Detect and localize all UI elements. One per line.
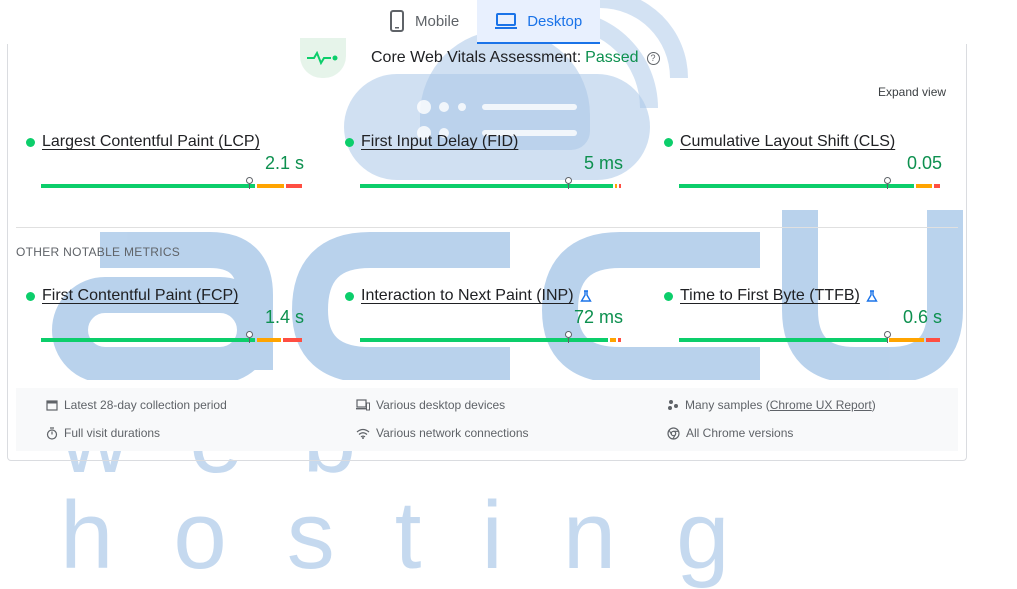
watermark-accu-shapes bbox=[52, 210, 963, 380]
good-dot-icon bbox=[26, 291, 35, 301]
metric-name-link[interactable]: First Contentful Paint (FCP) bbox=[42, 287, 239, 304]
distribution-bar bbox=[360, 338, 623, 342]
tab-mobile[interactable]: Mobile bbox=[371, 0, 477, 42]
chrome-ux-report-link[interactable]: Chrome UX Report bbox=[769, 398, 872, 412]
percentile-marker bbox=[883, 177, 891, 189]
metric-value: 0.05 bbox=[906, 153, 942, 173]
good-dot-icon bbox=[26, 137, 35, 147]
cwv-assessment: Core Web Vitals Assessment: Passed ? bbox=[300, 38, 660, 78]
metric-lcp: Largest Contentful Paint (LCP) 2.1 s bbox=[26, 132, 304, 189]
other-metrics-heading: OTHER NOTABLE METRICS bbox=[16, 245, 181, 259]
good-segment bbox=[41, 338, 255, 342]
metric-value: 1.4 s bbox=[264, 307, 304, 327]
percentile-marker bbox=[564, 331, 572, 343]
distribution-bar bbox=[679, 184, 942, 188]
help-icon[interactable]: ? bbox=[646, 51, 660, 65]
good-dot-icon bbox=[345, 291, 354, 301]
samples-icon bbox=[667, 399, 679, 411]
average-segment bbox=[889, 338, 925, 342]
good-segment bbox=[41, 184, 255, 188]
metric-name-link[interactable]: Interaction to Next Paint (INP) bbox=[361, 287, 574, 304]
section-divider bbox=[16, 227, 958, 228]
flask-icon bbox=[866, 290, 878, 302]
good-segment bbox=[679, 184, 914, 188]
timer-icon bbox=[46, 426, 58, 440]
good-segment bbox=[360, 184, 614, 188]
device-type: Various desktop devices bbox=[356, 398, 505, 412]
metric-cls: Cumulative Layout Shift (CLS) 0.05 bbox=[664, 132, 942, 189]
metric-name-link[interactable]: Cumulative Layout Shift (CLS) bbox=[680, 133, 896, 150]
metric-inp: Interaction to Next Paint (INP) 72 ms bbox=[345, 286, 623, 343]
chrome-icon bbox=[667, 426, 680, 440]
wifi-icon bbox=[356, 428, 370, 439]
metric-fid: First Input Delay (FID) 5 ms bbox=[345, 132, 623, 189]
average-segment bbox=[256, 338, 281, 342]
tab-desktop[interactable]: Desktop bbox=[477, 0, 601, 44]
percentile-marker bbox=[245, 177, 253, 189]
metric-name-link[interactable]: Largest Contentful Paint (LCP) bbox=[42, 133, 260, 150]
percentile-marker bbox=[245, 331, 253, 343]
assessment-status: Passed bbox=[585, 49, 639, 66]
metric-ttfb: Time to First Byte (TTFB) 0.6 s bbox=[664, 286, 942, 343]
device-tabs: Mobile Desktop bbox=[371, 0, 601, 44]
poor-segment bbox=[617, 338, 621, 342]
assessment-title: Core Web Vitals Assessment: bbox=[371, 49, 582, 66]
visit-durations: Full visit durations bbox=[46, 426, 160, 440]
metric-value: 5 ms bbox=[583, 153, 623, 173]
good-dot-icon bbox=[664, 291, 673, 301]
tab-mobile-label: Mobile bbox=[415, 12, 460, 30]
average-segment bbox=[615, 184, 618, 188]
distribution-bar bbox=[679, 338, 942, 342]
good-segment bbox=[679, 338, 888, 342]
distribution-bar bbox=[360, 184, 623, 188]
metric-name-link[interactable]: Time to First Byte (TTFB) bbox=[680, 287, 860, 304]
poor-segment bbox=[619, 184, 621, 188]
calendar-icon bbox=[46, 399, 58, 411]
distribution-bar bbox=[41, 184, 304, 188]
good-segment bbox=[360, 338, 608, 342]
phone-icon bbox=[389, 10, 405, 32]
average-segment bbox=[609, 338, 616, 342]
chrome-versions: All Chrome versions bbox=[667, 426, 793, 440]
average-segment bbox=[915, 184, 933, 188]
pulse-icon bbox=[300, 38, 346, 78]
laptop-icon bbox=[495, 12, 518, 30]
devices-icon bbox=[356, 399, 370, 411]
average-segment bbox=[256, 184, 284, 188]
collection-period: Latest 28-day collection period bbox=[46, 398, 227, 412]
flask-icon bbox=[579, 290, 592, 302]
network-type: Various network connections bbox=[356, 426, 529, 440]
poor-segment bbox=[282, 338, 302, 342]
poor-segment bbox=[934, 184, 940, 188]
metric-value: 72 ms bbox=[573, 307, 623, 327]
percentile-marker bbox=[564, 177, 572, 189]
metric-value: 2.1 s bbox=[264, 153, 304, 173]
cwv-card bbox=[7, 44, 967, 461]
watermark-bars bbox=[417, 100, 577, 140]
good-dot-icon bbox=[345, 137, 354, 147]
expand-view-button[interactable]: Expand view bbox=[878, 85, 947, 99]
sample-source: Many samples (Chrome UX Report) bbox=[667, 398, 876, 412]
percentile-marker bbox=[883, 331, 891, 343]
metric-name-link[interactable]: First Input Delay (FID) bbox=[361, 133, 519, 150]
good-dot-icon bbox=[664, 137, 673, 147]
poor-segment bbox=[926, 338, 940, 342]
metric-fcp: First Contentful Paint (FCP) 1.4 s bbox=[26, 286, 304, 343]
poor-segment bbox=[285, 184, 302, 188]
data-source-footer: Latest 28-day collection period Various … bbox=[16, 388, 958, 451]
distribution-bar bbox=[41, 338, 304, 342]
tab-desktop-label: Desktop bbox=[527, 12, 583, 30]
metric-value: 0.6 s bbox=[902, 307, 942, 327]
